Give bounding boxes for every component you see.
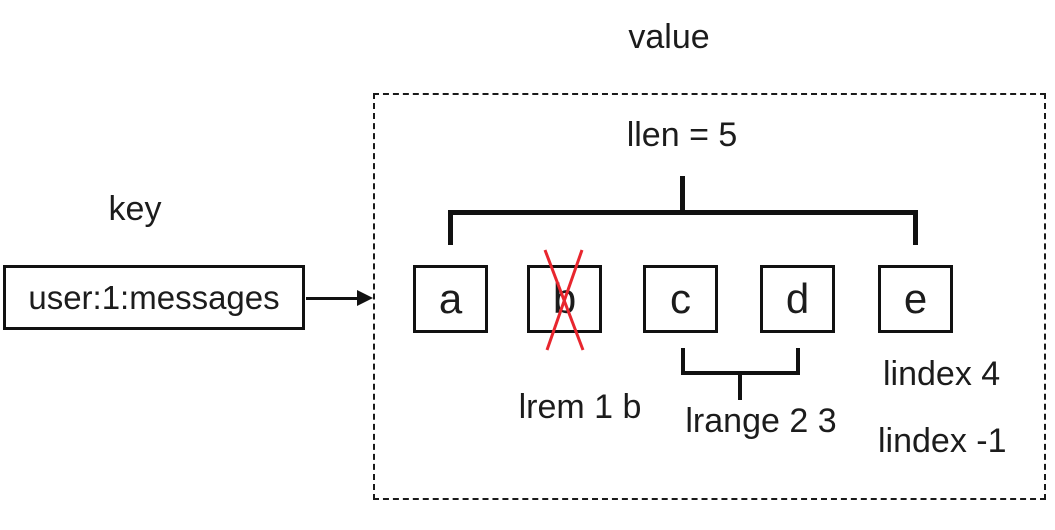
key-name-text: user:1:messages	[28, 278, 280, 316]
list-item-label: e	[903, 275, 928, 322]
list-cell-e: e	[878, 265, 953, 333]
llen-bracket	[448, 210, 918, 245]
list-cell-d: d	[760, 265, 835, 333]
key-to-value-arrowhead-icon	[357, 290, 373, 306]
list-item-label: a	[438, 275, 463, 322]
lrange-label: lrange 2 3	[685, 402, 837, 440]
lrange-bracket-stem	[738, 374, 742, 400]
lindex-neg1-label: lindex -1	[878, 422, 1007, 460]
lrange-bracket	[681, 348, 800, 375]
lrem-cross-icon	[543, 249, 585, 351]
list-cell-a: a	[413, 265, 488, 333]
value-label: value	[628, 18, 710, 56]
llen-bracket-stem	[680, 176, 685, 212]
llen-label: llen = 5	[626, 116, 738, 154]
key-box: user:1:messages	[3, 265, 305, 330]
cross-stroke-2	[545, 249, 584, 351]
list-item-label: d	[785, 275, 810, 322]
key-label: key	[108, 190, 162, 228]
list-cell-c: c	[643, 265, 718, 333]
value-dashed-container	[373, 93, 1046, 500]
list-item-label: c	[670, 275, 691, 322]
key-to-value-arrow-line	[306, 297, 359, 300]
lrem-label: lrem 1 b	[518, 388, 642, 426]
lindex-4-label: lindex 4	[883, 355, 1001, 393]
